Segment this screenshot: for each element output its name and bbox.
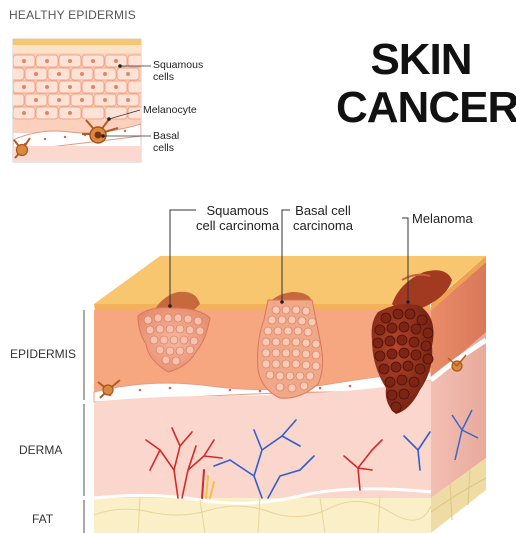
callout-squamous-cell-carcinoma: Squamous cell carcinoma	[196, 203, 279, 233]
inset-label-squamous: Squamous cells	[153, 59, 203, 83]
inset-panel	[2, 39, 151, 162]
callout-melanoma: Melanoma	[412, 211, 473, 226]
callout-basal-cell-carcinoma: Basal cell carcinoma	[293, 203, 353, 233]
inset-label-basal: Basal cells	[153, 130, 179, 154]
page-title: SKIN CANCER	[336, 36, 506, 132]
title-line-1: SKIN	[336, 36, 506, 84]
label-epidermis: EPIDERMIS	[10, 347, 76, 361]
title-line-2: CANCER	[336, 84, 506, 132]
inset-label-melanocyte: Melanocyte	[143, 104, 197, 116]
basal-cell-carcinoma	[258, 292, 323, 398]
label-fat: FAT	[32, 512, 53, 526]
label-derma: DERMA	[19, 443, 62, 457]
